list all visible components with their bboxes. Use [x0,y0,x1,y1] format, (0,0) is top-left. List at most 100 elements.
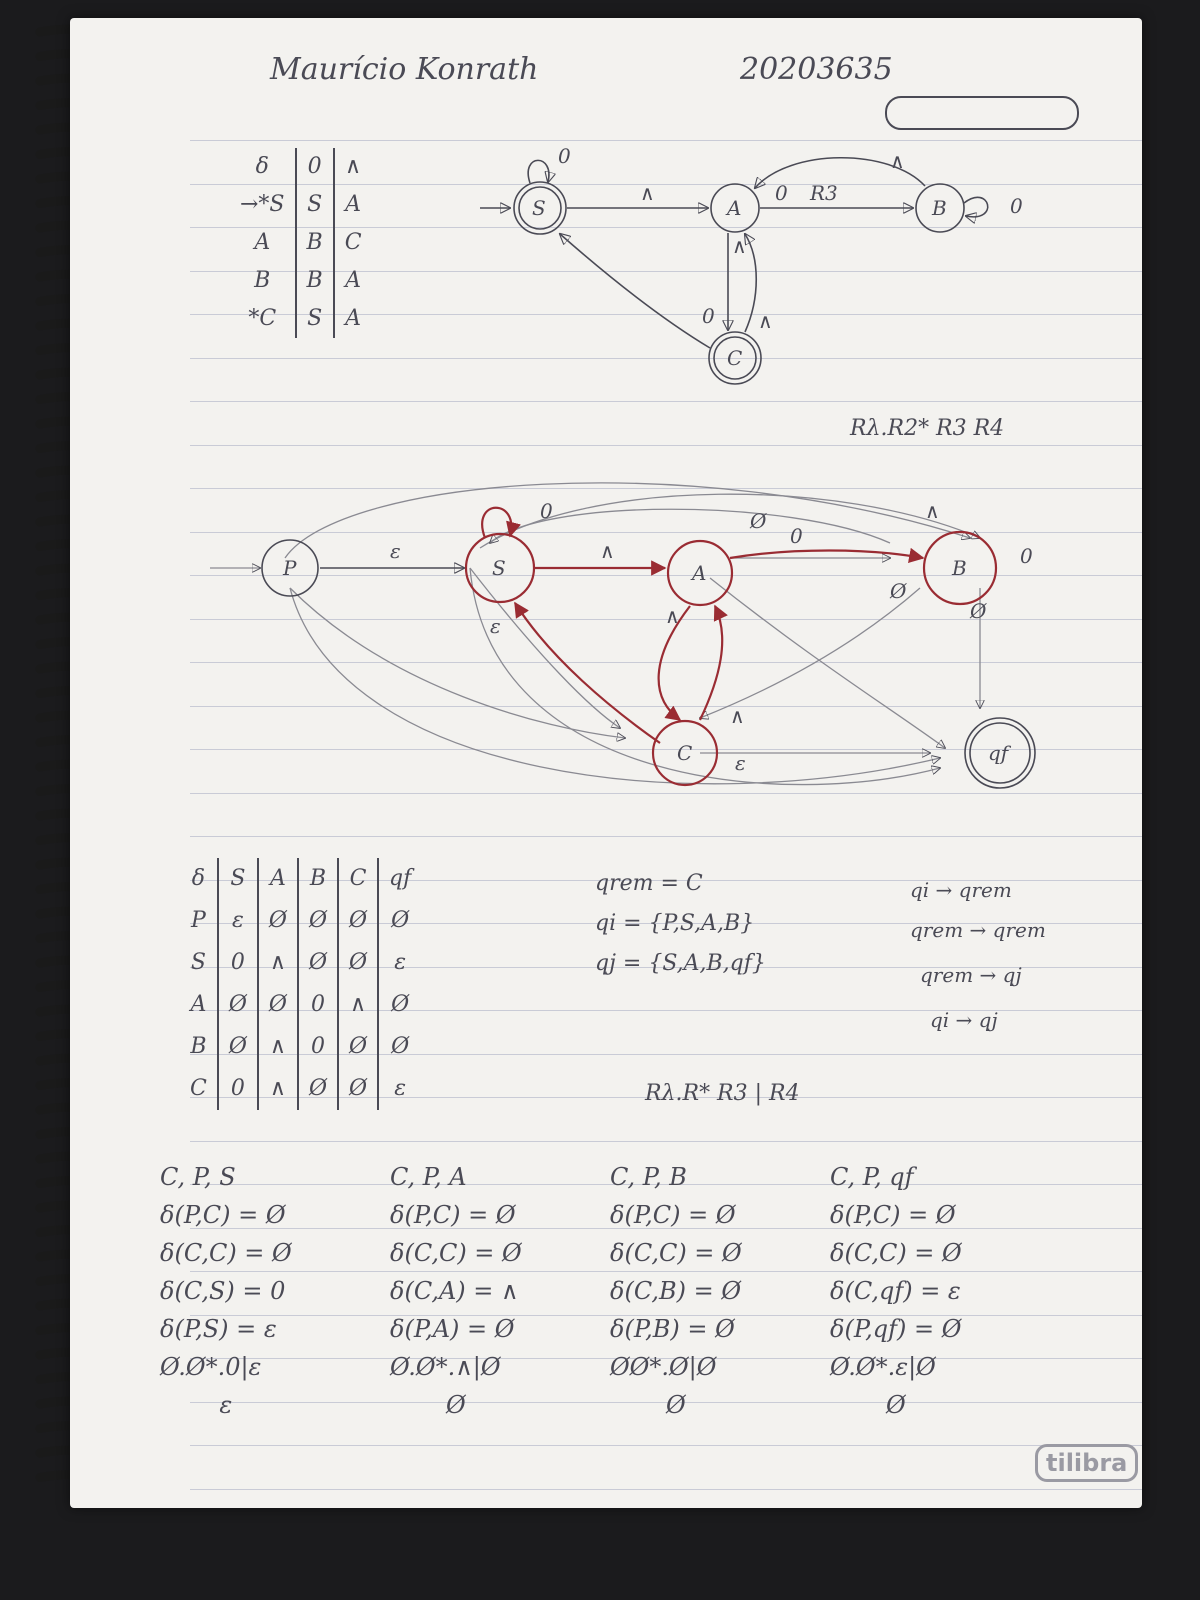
table1-header: δ [230,148,297,186]
ruled-line [190,1140,1142,1142]
d2-state-qf [964,717,1036,789]
table1-cell: S [295,186,335,224]
calc-line: δ(P,C) = Ø [610,1201,736,1229]
brand-logo: tilibra [1035,1444,1139,1482]
ruled-line [190,792,1142,794]
d2-edge-label: ε [390,539,401,563]
d1-edge-label: 0 [1010,194,1023,218]
calc-line: δ(P,C) = Ø [830,1201,956,1229]
calc-line: δ(P,C) = Ø [390,1201,516,1229]
calc-expr: ØØ*.Ø|Ø [610,1353,717,1381]
table2-cell: ∧ [257,1026,299,1068]
table2-cell: ∧ [337,984,380,1026]
calc-line: δ(C,B) = Ø [610,1277,741,1305]
ruled-line [190,1184,1142,1185]
note-qi: qi = {P,S,A,B} [595,911,755,936]
ruled-line [190,1010,1142,1011]
ruled-line [190,1488,1142,1490]
ruled-line [190,531,1142,533]
table2-cell: ∧ [257,1068,299,1110]
d2-edge-label: 0 [1020,544,1033,568]
d1-state-C [708,331,762,385]
table1-cell: A [345,192,362,217]
ruled-line [190,444,1142,446]
d2-edge-label: ∧ [730,704,745,728]
d2-edge-label: Ø [969,599,987,623]
calc-result: Ø [886,1391,906,1419]
student-name: Maurício Konrath [270,52,539,87]
d2-state-label: B [951,556,967,580]
table2-header: qf [389,866,412,891]
calc-line: δ(C,C) = Ø [390,1239,522,1267]
table2-cell: ε [394,950,407,975]
calc-line: δ(P,A) = Ø [390,1315,515,1343]
calc-result: Ø [666,1391,686,1419]
ruled-line [190,1053,1142,1055]
table2-cell: C [180,1068,219,1110]
d2-edge-label: Ø [749,509,767,533]
d2-state-B [922,530,998,606]
ruled-line [190,966,1142,968]
date-box [885,96,1079,130]
table2-cell: B [180,1026,219,1068]
table2-header: A [257,858,299,900]
d2-state-label: qf [988,741,1012,765]
calc-block-3: C, P, B δ(P,C) = Ø δ(C,C) = Ø δ(C,B) = Ø… [610,1158,742,1424]
ruled-line [190,1358,1142,1359]
table2-row: S 0 ∧ Ø Ø ε [180,942,421,984]
table1-row: →*S S A [230,186,372,224]
table1-cell: A [345,306,362,331]
calc-line: δ(P,S) = ε [160,1315,277,1343]
d2-edge-label: ∧ [600,539,615,563]
calc-line: δ(C,qf) = ε [830,1277,961,1305]
d2-edge-label: ∧ [925,499,940,523]
ruled-line [190,1314,1142,1316]
arrow-note: qrem → qrem [910,918,1046,942]
d1-state-label: B [931,196,947,220]
table2-cell: Ø [391,1034,410,1059]
table2-cell: ε [217,900,259,942]
d2-state-C [651,719,719,787]
d2-state-label: S [492,556,506,580]
table2-header-row: δ S A B C qf [180,858,421,900]
calc-expr: Ø.Ø*.0|ε [160,1353,262,1381]
d2-edge-label: 0 [540,499,553,523]
formula-top: Rλ.R2* R3 R4 [850,416,1005,441]
d1-edge-label: ∧ [732,234,747,258]
table2-row: P ε Ø Ø Ø Ø [180,900,421,942]
table2-cell: Ø [257,900,299,942]
d1-edge-label: R3 [809,181,838,205]
d2-state-label: P [282,556,297,580]
ruled-line [190,662,1142,663]
d1-edge-label: 0 [558,144,571,168]
student-number: 20203635 [740,52,893,87]
arrow-note: qi → qj [930,1008,998,1032]
notebook-page: Maurício Konrath 20203635 δ 0 ∧ →*S S A … [70,18,1142,1508]
calc-title: C, P, B [610,1163,687,1191]
arrow-note: qi → qrem [910,878,1012,902]
ruled-line [190,749,1142,750]
ruled-line [190,314,1142,315]
calc-expr: Ø.Ø*.ε|Ø [830,1353,936,1381]
table2-cell: Ø [217,1026,259,1068]
d2-state-A [666,539,734,607]
table2-cell: A [180,984,219,1026]
d2-edge-label: ε [490,614,501,638]
table1-header: 0 [295,148,335,186]
table2-cell: Ø [257,984,299,1026]
ruled-line [190,183,1142,185]
ruled-line [190,401,1142,402]
calc-block-1: C, P, S δ(P,C) = Ø δ(C,C) = Ø δ(C,S) = 0… [160,1158,292,1424]
table1-cell: *C [230,300,297,338]
calc-block-4: C, P, qf δ(P,C) = Ø δ(C,C) = Ø δ(C,qf) =… [830,1158,962,1424]
transition-table-2: δ S A B C qf P ε Ø Ø Ø Ø S 0 ∧ Ø Ø ε A Ø… [180,858,421,1110]
table2-cell: Ø [297,942,339,984]
table1-cell: B [295,262,335,300]
ruled-line [190,923,1142,924]
calc-line: δ(C,C) = Ø [830,1239,962,1267]
automaton-diagram-1: S A B C 0 ∧ 0 R3 ∧ 0 ∧ 0 ∧ [480,144,1023,385]
table2-header: C [337,858,380,900]
table1-row: A B C [230,224,372,262]
arrow-note: qrem → qj [920,963,1022,987]
calc-title: C, P, qf [830,1163,914,1191]
